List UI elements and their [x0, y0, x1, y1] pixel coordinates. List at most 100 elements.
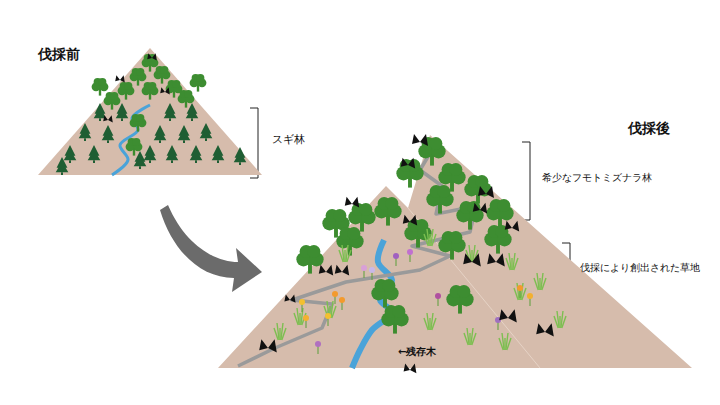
- oak-tree: [178, 90, 195, 103]
- trunk: [149, 160, 151, 163]
- canopy: [437, 185, 450, 198]
- blade: [427, 313, 429, 330]
- flower: [435, 293, 441, 299]
- oak-tree: [426, 185, 453, 206]
- cedar-tree: [56, 157, 69, 172]
- blade: [562, 316, 566, 328]
- ridge: [408, 208, 540, 368]
- canopy: [196, 74, 204, 82]
- canopy: [392, 305, 405, 318]
- mountain-after: [218, 135, 692, 368]
- blade: [432, 318, 436, 330]
- butterfly: [345, 197, 359, 208]
- butterfly: [478, 186, 494, 198]
- oak-tree: [374, 197, 401, 218]
- canopy: [449, 231, 462, 244]
- flower: [315, 341, 321, 347]
- forest-label: スギ林: [272, 133, 305, 146]
- oak-tree: [456, 201, 483, 222]
- cedar-tree: [234, 147, 247, 162]
- blade: [342, 245, 344, 262]
- oak-tree: [190, 74, 207, 87]
- butterfly: [103, 115, 113, 122]
- flower: [303, 315, 309, 321]
- canopy: [449, 163, 462, 176]
- blade: [507, 338, 511, 350]
- flower: [527, 293, 533, 299]
- oak-tree: [142, 82, 159, 95]
- canopy: [136, 68, 144, 76]
- butterfly: [401, 158, 415, 169]
- canopy: [124, 82, 132, 90]
- butterfly: [160, 87, 170, 94]
- oak-tree: [348, 203, 375, 224]
- canopy: [475, 175, 488, 188]
- cedar-tree: [166, 145, 179, 160]
- grass: [324, 301, 336, 318]
- canopy: [172, 80, 180, 88]
- blade: [514, 258, 518, 270]
- grass: [424, 313, 436, 330]
- cedar-tree: [190, 145, 203, 160]
- butterfly: [404, 364, 417, 374]
- butterfly: [319, 265, 333, 276]
- canopy: [359, 203, 372, 216]
- flower: [299, 299, 305, 305]
- cedar-tree: [164, 103, 177, 118]
- blade: [282, 328, 286, 340]
- flower: [393, 253, 399, 259]
- butterfly: [536, 323, 554, 336]
- trunk: [121, 118, 123, 121]
- canopy: [148, 82, 156, 90]
- cedar-tree: [200, 123, 213, 138]
- cedar-tree: [116, 103, 129, 118]
- butterfly: [412, 134, 428, 146]
- oak-tree: [396, 159, 423, 180]
- blade: [467, 328, 469, 345]
- trunk: [239, 162, 241, 165]
- flower: [407, 249, 413, 255]
- river: [352, 240, 392, 368]
- grass: [274, 323, 286, 340]
- trunk: [205, 138, 207, 141]
- flower: [325, 313, 331, 319]
- blade: [472, 333, 476, 345]
- blade: [537, 273, 539, 290]
- butterfly: [499, 309, 517, 322]
- flower: [517, 285, 523, 291]
- blade: [427, 229, 429, 246]
- canopy: [457, 285, 470, 298]
- trunk: [99, 118, 101, 121]
- cedar-tree: [79, 123, 92, 138]
- cedar-tree: [64, 145, 77, 160]
- meadow-label: 伐採により創出された草地: [580, 262, 700, 274]
- cedar-tree: [88, 145, 101, 160]
- panel-heading: 伐採前: [38, 46, 80, 63]
- canopy: [132, 138, 140, 146]
- butterfly: [284, 294, 295, 302]
- oak-tree: [438, 231, 465, 252]
- flower: [369, 267, 375, 273]
- canopy: [497, 199, 510, 212]
- trunk: [61, 172, 63, 175]
- canopy: [385, 197, 398, 210]
- canopy: [184, 90, 192, 98]
- grass: [514, 283, 526, 300]
- butterfly: [335, 265, 349, 276]
- forest-label: 希少なフモトミズナラ林: [542, 172, 652, 184]
- oak-tree: [104, 92, 121, 105]
- trunk: [191, 118, 193, 121]
- butterfly: [463, 253, 481, 266]
- flower: [361, 265, 367, 271]
- blade: [557, 311, 559, 328]
- blade: [347, 250, 351, 262]
- butterfly: [115, 75, 125, 82]
- road: [238, 150, 476, 366]
- grass: [464, 328, 476, 345]
- grass: [424, 229, 436, 246]
- tree-label: ←残存木: [398, 346, 436, 358]
- cedar-tree: [134, 151, 147, 166]
- canopy: [347, 227, 360, 240]
